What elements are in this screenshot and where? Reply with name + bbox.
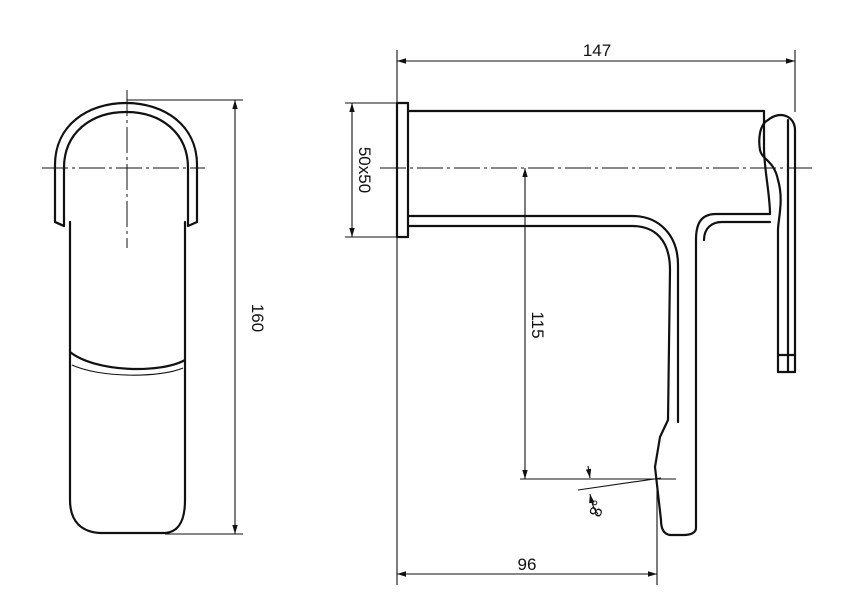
section-dimension: 50x50	[345, 102, 397, 238]
front-view	[42, 90, 205, 535]
spout-height-dimension: 115	[520, 168, 676, 480]
height-dimension-label: 160	[248, 304, 267, 332]
side-view	[380, 101, 812, 537]
front-view-body	[68, 220, 187, 535]
reach-dimension: 96	[396, 237, 658, 585]
reach-dimension-label: 96	[518, 555, 537, 574]
height-dimension: 160	[127, 99, 267, 535]
angle-dimension: 8°	[577, 465, 662, 519]
spout-body	[406, 109, 772, 537]
wall-plate	[395, 101, 410, 239]
section-dimension-label: 50x50	[355, 147, 374, 193]
angle-dimension-label: 8°	[586, 498, 609, 519]
spout-height-dimension-label: 115	[528, 311, 547, 338]
lever-handle	[758, 113, 797, 374]
projection-dimension-label: 147	[583, 41, 611, 60]
projection-dimension: 147	[396, 41, 796, 112]
front-view-head	[53, 101, 199, 228]
